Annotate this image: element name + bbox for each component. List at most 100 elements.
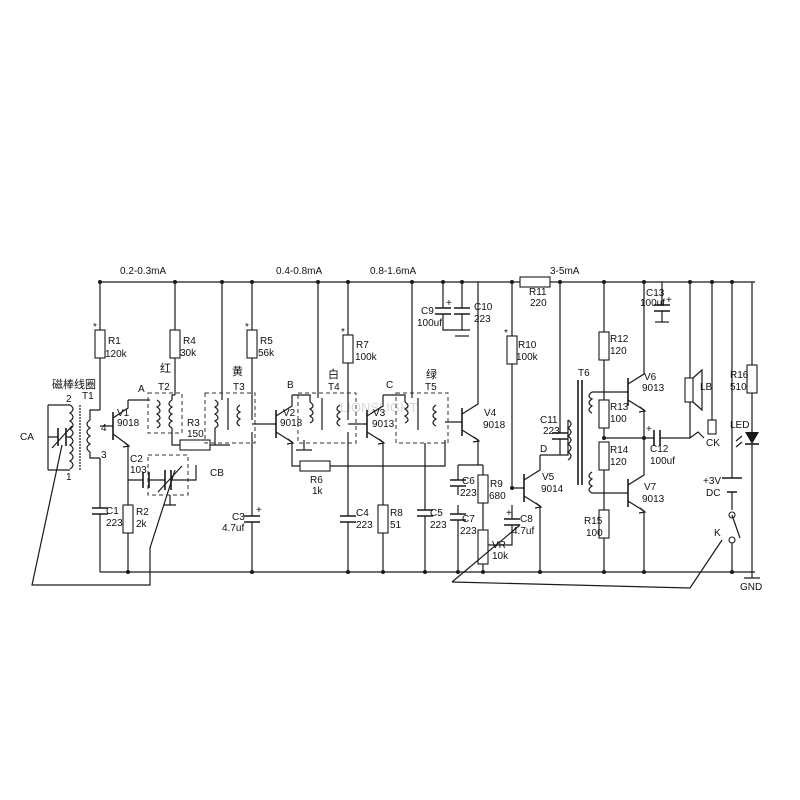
t1-pin2-label: 2 <box>66 394 72 405</box>
c12-value: 100uf <box>650 456 675 467</box>
t2-shield <box>147 392 183 434</box>
transformer-t3 <box>213 282 242 446</box>
c4-name: C4 <box>356 508 369 519</box>
r9-name: R9 <box>490 479 503 490</box>
r11-name: R11 <box>529 287 547 298</box>
battery-3v <box>722 282 742 510</box>
r8-name: R8 <box>390 508 403 519</box>
t4-color: 白 <box>328 367 339 381</box>
ground-symbol <box>744 572 760 579</box>
capacitor-c8 <box>500 505 520 546</box>
c10-value: 223 <box>474 314 491 325</box>
c11-value: 223 <box>543 426 560 437</box>
r11-value: 220 <box>530 298 547 309</box>
v5-name: V5 <box>542 472 555 483</box>
v6-type: 9013 <box>642 383 665 394</box>
v4-name: V4 <box>484 408 497 419</box>
tuning-capacitor-cb <box>157 465 197 506</box>
r2-resistor <box>122 504 134 534</box>
current-label-stage3: 0.8-1.6mA <box>370 266 416 277</box>
r12-resistor <box>598 331 610 361</box>
junction-dots <box>98 280 734 574</box>
c5-value: 223 <box>430 520 447 531</box>
r3-name: R3 <box>187 418 200 429</box>
tuning-capacitor-ca <box>48 425 73 449</box>
r7-value: 100k <box>355 352 378 363</box>
t1-pin4-label: 4 <box>101 423 107 434</box>
c9-value: 100uf <box>417 318 442 329</box>
r2-name: R2 <box>136 507 149 518</box>
r10-name: R10 <box>518 340 537 351</box>
r15-name: R15 <box>584 516 603 527</box>
r1-name: R1 <box>108 336 121 347</box>
speaker-lb <box>684 282 703 438</box>
battery-voltage: +3V <box>703 476 721 487</box>
transformer-t4 <box>292 282 342 451</box>
transistor-v6 <box>627 282 647 438</box>
r6-resistor <box>299 460 331 472</box>
r13-name: R13 <box>610 402 629 413</box>
r3-resistor <box>179 439 211 451</box>
r9-value: 680 <box>489 491 506 502</box>
lb-label: LB <box>700 382 713 393</box>
battery-type: DC <box>706 488 720 499</box>
c9-plus: + <box>446 298 452 309</box>
c8-name: C8 <box>520 514 533 525</box>
c10-name: C10 <box>474 302 493 313</box>
r7-resistor <box>342 334 354 364</box>
t1-label: T1 <box>82 391 94 402</box>
v3-name: V3 <box>373 408 386 419</box>
c6-name: C6 <box>462 476 475 487</box>
r14-name: R14 <box>610 445 629 456</box>
led-label: LED <box>730 420 749 431</box>
transistor-v1 <box>100 400 131 470</box>
capacitor-c6 <box>450 465 466 495</box>
capacitor-c7 <box>450 505 466 572</box>
c7-name: C7 <box>462 514 475 525</box>
capacitor-c12 <box>650 430 690 446</box>
transistor-v3 <box>348 395 386 505</box>
r4-resistor <box>169 329 181 359</box>
t5-color: 绿 <box>426 367 437 381</box>
r12-name: R12 <box>610 334 629 345</box>
c13-plus: + <box>666 295 672 306</box>
cb-label: CB <box>210 468 224 479</box>
r5-name: R5 <box>260 336 273 347</box>
t3-color: 黄 <box>232 364 243 378</box>
r2-value: 2k <box>136 519 148 530</box>
r7-name: R7 <box>356 340 369 351</box>
gnd-label: GND <box>740 582 762 593</box>
r10-star: * <box>504 328 508 339</box>
v3-type: 9013 <box>372 419 395 430</box>
v7-name: V7 <box>644 482 657 493</box>
vr-name: VR <box>492 540 506 551</box>
r14-value: 120 <box>610 457 627 468</box>
ca-label: CA <box>20 432 34 443</box>
r16-name: R16 <box>730 370 749 381</box>
vr-value: 10k <box>492 551 509 562</box>
c13-name: C13 <box>646 288 665 299</box>
c12-name: C12 <box>650 444 669 455</box>
headphone-jack-ck[interactable] <box>689 282 717 439</box>
r6-wires <box>291 440 446 467</box>
switch-label: K <box>714 528 721 539</box>
point-b: B <box>287 380 294 391</box>
transistor-v5 <box>512 455 543 572</box>
r4-value: 30k <box>180 348 197 359</box>
c3-plus: + <box>256 505 262 516</box>
ck-label: CK <box>706 438 720 449</box>
r5-value: 56k <box>258 348 275 359</box>
r13-resistor <box>598 399 610 429</box>
capacitor-c13 <box>654 282 670 323</box>
r1-star: * <box>93 322 97 333</box>
transistor-v4 <box>445 282 481 465</box>
point-a: A <box>138 384 145 395</box>
c2-name: C2 <box>130 454 143 465</box>
capacitor-c11 <box>552 282 568 455</box>
power-switch-k[interactable] <box>728 511 741 572</box>
r8-resistor <box>377 504 389 534</box>
t3-name: T3 <box>233 382 245 393</box>
c11-name: C11 <box>540 415 558 426</box>
point-d: D <box>540 444 547 455</box>
